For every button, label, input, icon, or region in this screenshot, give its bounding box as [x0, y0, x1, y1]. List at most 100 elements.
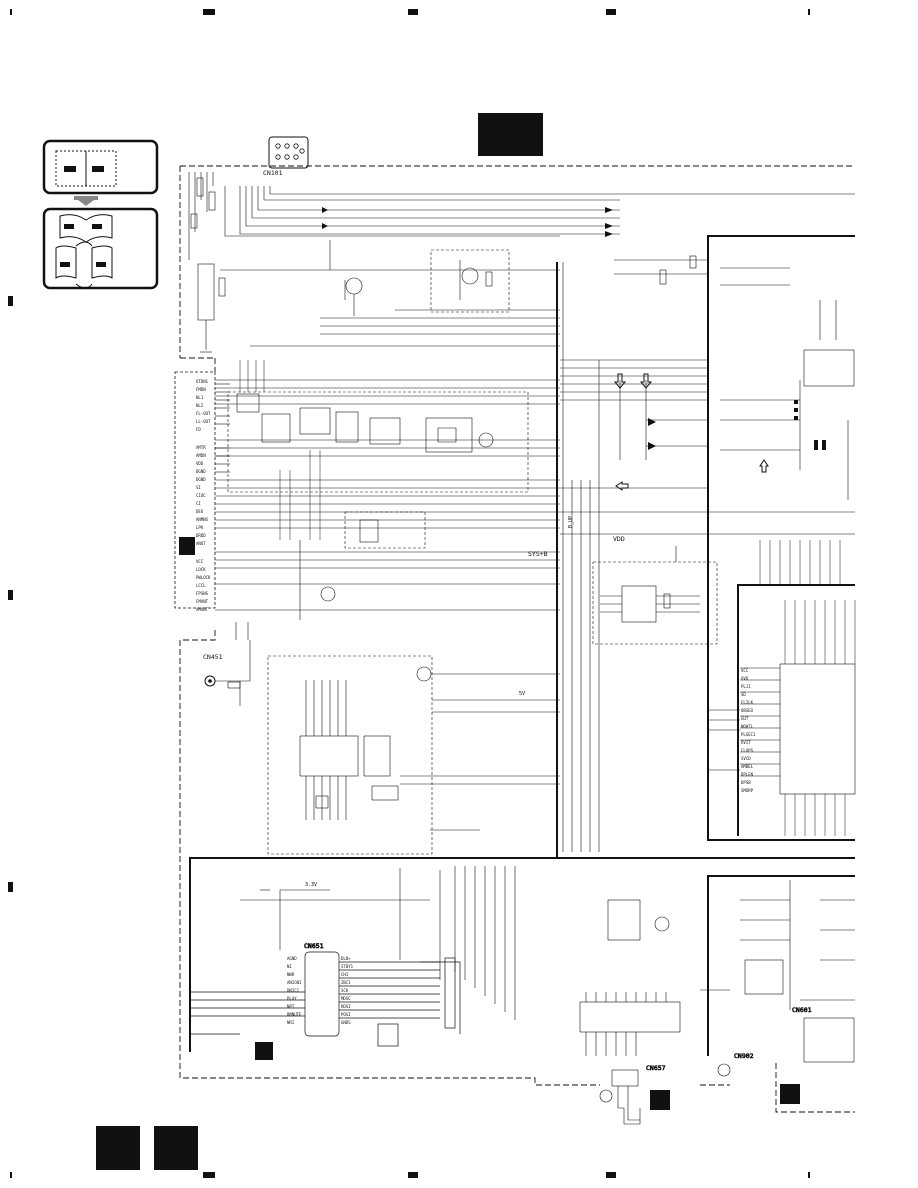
pin-label: NL1 [196, 395, 204, 400]
cn651-pin-label-right: RDSI [341, 1004, 351, 1009]
ic-pin-label: PLJI [741, 684, 751, 689]
pin-label: PWLOCK [196, 575, 211, 580]
b-up-label: B_UP [568, 516, 574, 528]
cn651-label: CN651 [304, 942, 324, 950]
main-board-frame [707, 235, 855, 841]
pin-label: FMDN [196, 387, 206, 392]
cn651-pin-label: DNIC1 [287, 988, 300, 993]
cn651-pin-labels: AGND NI NWR ANIGN1 DNIC1 PLAY NPT RMNUTE… [287, 956, 354, 1025]
upper-bus-lines [220, 186, 855, 347]
ic-pin-label: CLAPS [741, 748, 754, 753]
ic-pin-label: DPSB [741, 780, 751, 785]
pin-label: ANMNS [196, 517, 209, 522]
pin-label: AMDN [196, 453, 206, 458]
board-outline [179, 165, 855, 1113]
ic-pin-label: SVCD [741, 756, 751, 761]
left-connector [174, 371, 216, 609]
cn651-pin-label-right: SCK [341, 988, 349, 993]
pin-label: DRDD [196, 533, 206, 538]
cn651-pin-label: NPT [287, 1004, 295, 1009]
sys-b-label: SYS+B [528, 550, 548, 558]
cn651-pin-label: PLAY [287, 996, 297, 1001]
cn451-label: CN451 [203, 653, 223, 661]
ic-pin-label: SD [741, 692, 746, 697]
pin-label: AMANT [196, 607, 209, 612]
pin-label: FPSNS [196, 591, 209, 596]
cn451-network [215, 622, 251, 706]
page-number-block-b [154, 1126, 198, 1170]
tuner-signal-lines [215, 359, 855, 611]
pin-label: DGND [196, 469, 206, 474]
cn902-cn601: CN902 CN601 [717, 1006, 855, 1104]
main-ic-pin-ticks [784, 600, 856, 836]
b-up-bus [562, 262, 600, 852]
pin-label: CIOC [196, 493, 206, 498]
cn651-pin-label-right: ZBC1 [341, 980, 351, 985]
ic-pin-label: FL2LK [741, 700, 754, 705]
bus-arrows [322, 207, 613, 237]
lower-harness-lines [240, 866, 516, 1020]
cn651-pin-label-right: DLB+ [341, 956, 351, 961]
pin-label: ANOT [196, 541, 206, 546]
cn902-label: CN902 [734, 1052, 754, 1060]
pin-label: LPK [196, 525, 204, 530]
sheet-guide [42, 139, 159, 290]
pin-label: CI [196, 501, 201, 506]
pin-label: LL-OUT [196, 419, 211, 424]
cn657-label: CN657 [646, 1064, 666, 1072]
pin-label: DGND [196, 477, 206, 482]
detail-ticks [239, 360, 841, 585]
q101-q104-group [329, 240, 510, 316]
v5-label: 5V [519, 691, 525, 697]
pin-label: NL2 [196, 403, 204, 408]
vdd-label: VDD [613, 535, 625, 543]
cn101-feed-components [188, 172, 226, 353]
pin-label: VCC [196, 559, 204, 564]
cn651-pin-label-right: STBY1 [341, 964, 354, 969]
left-pin-stubs [215, 383, 230, 473]
left-connector-pin-labels: OTDN1 FMDN NL1 NL2 FL-OUT LL-OUT FD AMTR… [196, 379, 211, 612]
ic-pin-label: VCC [741, 668, 749, 673]
cn651-pin-label: NI [287, 964, 292, 969]
upper-right-arrows [613, 373, 826, 491]
ic-pin-label: SMORP [741, 788, 754, 793]
main-ic-right [708, 349, 856, 795]
cn651-pin-label: NWR [287, 972, 295, 977]
pin-label: SI [196, 485, 201, 490]
ic-pin-label: NOHTL [741, 724, 754, 729]
pin-label: FD [196, 427, 201, 432]
ic-pin-label: DPLEN [741, 772, 754, 777]
ic-lower-block [267, 655, 560, 855]
pin-label: VDD [196, 461, 204, 466]
registration-marks [8, 9, 810, 1178]
ic-pin-label: OBSEO [741, 708, 754, 713]
cn651-pin-label: ANIGN1 [287, 980, 302, 985]
pin-label: LOCK [196, 567, 206, 572]
ic-pin-label: PLGEC1 [741, 732, 756, 737]
cn651-connector: CN651 [190, 942, 461, 1060]
cn651-pin-label-right: GNDS [341, 1020, 351, 1025]
title-block [478, 113, 543, 156]
pin-label: FL-OUT [196, 411, 211, 416]
cn101-label: CN101 [263, 169, 283, 177]
cn651-pin-label: AGND [287, 956, 297, 961]
v33-label: 3.3V [305, 882, 317, 888]
cn651-pin-label: RMNUTE [287, 1012, 302, 1017]
upper-right-components [614, 255, 849, 500]
pin-label: DEO [196, 509, 204, 514]
lower-bus-frame [189, 262, 855, 1056]
ic-pin-label: GUT [741, 716, 749, 721]
ic-tuner-block [227, 391, 529, 620]
ic-pin-label: RVIT [741, 740, 751, 745]
cn651-pin-label-right: MDSC [341, 996, 351, 1001]
pin-label: FMANT [196, 599, 209, 604]
main-ic-pin-labels: VCC AVO PLJI SD FL2LK OBSEO GUT NOHTL PL… [741, 668, 756, 793]
cn651-pin-label-right: POSI [341, 1012, 351, 1017]
cn651-pin-label: NRI [287, 1020, 295, 1025]
ic-pin-label: AMBEL [741, 764, 754, 769]
ic-pin-label: AVO [741, 676, 749, 681]
cn651-pin-label-right: CH1 [341, 972, 349, 977]
cn601-label: CN601 [792, 1006, 812, 1014]
pin-label: OTDN1 [196, 379, 209, 384]
